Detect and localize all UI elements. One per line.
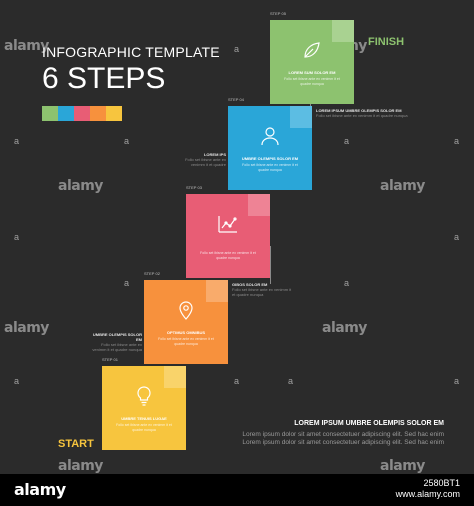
chart-icon — [218, 216, 237, 233]
step-card-3: STEP 03 Follo set ibisne ante ex venimm … — [186, 185, 270, 278]
swatch-orange — [90, 106, 106, 121]
stock-footer-bar: alamy 2580BT1 www.alamy.com — [0, 474, 474, 506]
watermark-logo: alamy — [380, 458, 425, 474]
page-title: 6 STEPS — [42, 62, 166, 95]
user-icon — [261, 127, 279, 146]
step-text: Follo set ibisne ante ex venimm it et qu… — [158, 337, 214, 346]
step-card-tab — [206, 280, 228, 302]
watermark-dot: a — [344, 136, 350, 146]
header-subtitle: INFOGRAPHIC TEMPLATE — [42, 44, 220, 60]
finish-label: FINISH — [368, 36, 405, 48]
step-title: OPTIMUS OMNIBUS — [166, 330, 206, 335]
stock-image-id: 2580BT1 www.alamy.com — [396, 478, 460, 500]
watermark-dot: a — [288, 376, 294, 386]
side-note-step-5: LOREM IPSUM UMBRE OLEMPIS SOLOR EM Follo… — [316, 108, 416, 118]
step-card-2: STEP 02 OPTIMUS OMNIBUS Follo set ibisne… — [144, 271, 228, 364]
step-text: Follo set ibisne ante ex venimm it et qu… — [284, 77, 340, 86]
watermark-dot: a — [234, 44, 240, 54]
side-note-text: Follo set ibisne ante ex venimm it et qu… — [185, 157, 226, 167]
side-note-title: GIBOS SOLOR EM — [232, 282, 268, 287]
step-number: STEP 04 — [228, 97, 244, 102]
step-number: STEP 03 — [186, 185, 202, 190]
site-url[interactable]: www.alamy.com — [395, 489, 460, 499]
swatch-green — [42, 106, 58, 121]
watermark-dot: a — [344, 278, 350, 288]
watermark-dot: a — [14, 136, 20, 146]
swatch-blue — [58, 106, 74, 121]
color-swatches — [42, 106, 122, 121]
side-note-title: LOREM IPSUM UMBRE OLEMPIS SOLOR EM — [316, 108, 402, 113]
step-text: Follo set ibisne ante ex venimm it et qu… — [242, 163, 298, 172]
side-note-text: Follo set ibisne ante ex venimm it et qu… — [92, 342, 142, 352]
alamy-logo[interactable]: alamy — [14, 480, 66, 499]
watermark-dot: a — [124, 278, 130, 288]
step-card-tab — [248, 194, 270, 216]
watermark-logo: alamy — [380, 178, 425, 194]
step-card-tab — [164, 366, 186, 388]
bottom-text: Lorem ipsum dolor sit amet consectetuer … — [242, 431, 444, 446]
watermark-logo: alamy — [58, 458, 103, 474]
watermark-logo: alamy — [322, 320, 367, 336]
swatch-red — [74, 106, 90, 121]
step-card-1: STEP 01 UMBRE TENUIS LUGAE Follo set ibi… — [102, 357, 186, 450]
side-note-step-3: GIBOS SOLOR EM Follo set ibisne ante ex … — [232, 282, 292, 297]
step-text: Follo set ibisne ante ex venimm it et qu… — [200, 251, 256, 260]
side-note-title: UMBRE OLEMPIS SOLOR EM — [92, 332, 142, 342]
watermark-dot: a — [454, 136, 460, 146]
lightbulb-icon — [137, 386, 151, 406]
step-title: UMBRE TENUIS LUGAE — [121, 416, 167, 421]
watermark-logo: alamy — [4, 38, 49, 54]
step-card-tab — [290, 106, 312, 128]
side-note-title: LOREM IPS — [203, 152, 226, 157]
leaf-icon — [304, 42, 320, 58]
watermark-dot: a — [14, 232, 20, 242]
map-pin-icon — [179, 301, 193, 320]
step-number: STEP 01 — [102, 357, 118, 362]
step-text: Follo set ibisne ante ex venimm it et qu… — [116, 423, 172, 432]
bottom-title: LOREM IPSUM UMBRE OLEMPIS SOLOR EM — [294, 420, 444, 427]
image-id: 2580BT1 — [423, 478, 460, 488]
step-card-5: STEP 05 LOREM SUM SOLOR EM Follo set ibi… — [270, 11, 354, 104]
step-number: STEP 02 — [144, 271, 160, 276]
connector-line — [270, 246, 271, 284]
watermark-dot: a — [454, 376, 460, 386]
infographic-canvas: alamy alamy alamy alamy alamy alamy alam… — [4, 11, 460, 474]
swatch-yellow — [106, 106, 122, 121]
watermark-dot: a — [14, 376, 20, 386]
side-note-step-2: UMBRE OLEMPIS SOLOR EM Follo set ibisne … — [86, 332, 142, 352]
start-label: START — [58, 438, 94, 450]
side-note-text: Follo set ibisne ante ex venimm it et qu… — [232, 287, 292, 297]
watermark-logo: alamy — [58, 178, 103, 194]
step-title: UMBRE OLEMPIS SOLOR EM — [241, 156, 299, 161]
step-card-4: STEP 04 UMBRE OLEMPIS SOLOR EM Follo set… — [228, 97, 312, 190]
step-number: STEP 05 — [270, 11, 286, 16]
watermark-dot: a — [454, 232, 460, 242]
step-card-tab — [332, 20, 354, 42]
step-title: LOREM SUM SOLOR EM — [288, 70, 336, 75]
side-note-step-4: LOREM IPS Follo set ibisne ante ex venim… — [178, 152, 226, 167]
side-note-text: Follo set ibisne ante ex venimm it et qu… — [316, 113, 408, 118]
watermark-dot: a — [124, 136, 130, 146]
watermark-dot: a — [234, 376, 240, 386]
watermark-logo: alamy — [4, 320, 49, 336]
